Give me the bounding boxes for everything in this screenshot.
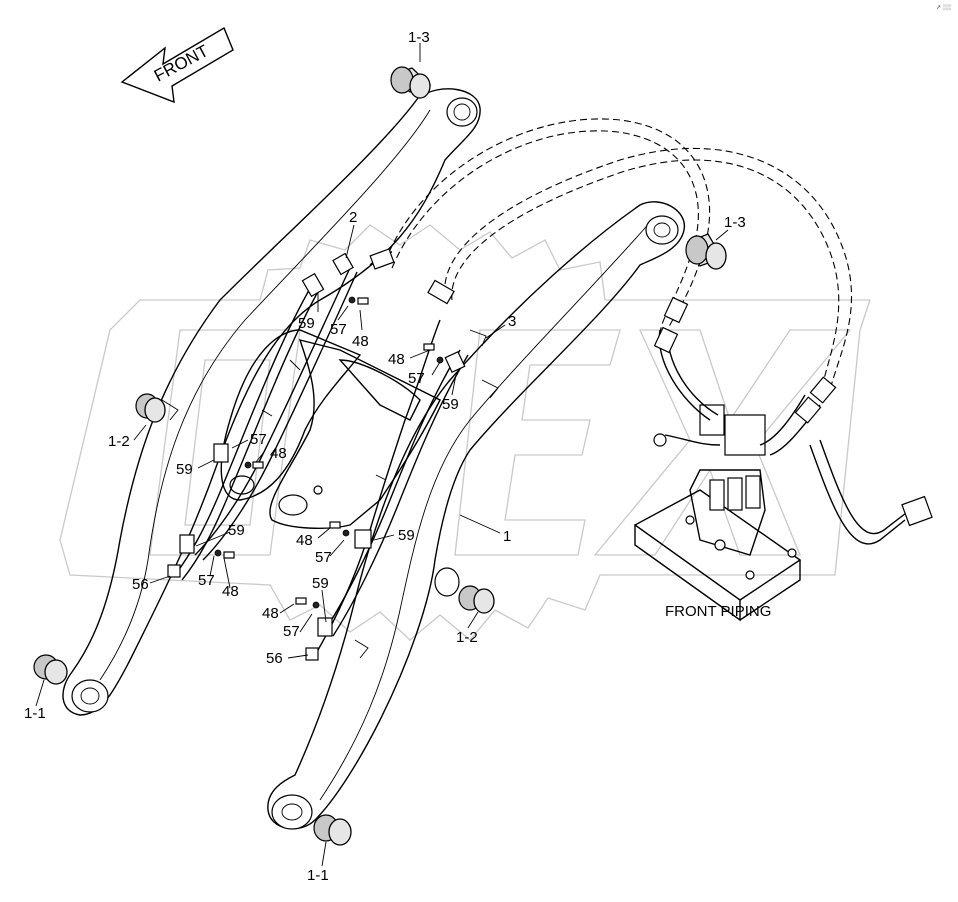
bushing-1-2-left [135, 393, 166, 423]
bushings [33, 66, 727, 846]
callout-59-mid-left: 59 [176, 461, 193, 478]
callout-1-2-left: 1-2 [108, 433, 130, 450]
callout-1-3-right: 1-3 [724, 214, 746, 231]
left-arm-hydraulic-tubes [167, 251, 393, 581]
callout-1-1-right: 1-1 [307, 867, 329, 884]
callout-57-upper-left: 57 [330, 321, 347, 338]
callout-48-upper-left: 48 [352, 333, 369, 350]
callout-48-mid-left: 48 [270, 445, 287, 462]
callout-2: 2 [349, 209, 357, 226]
callout-1: 1 [503, 528, 511, 545]
callout-59-upper-right: 59 [442, 396, 459, 413]
callout-59-upper-left: 59 [298, 315, 315, 332]
callout-59-lower-left: 59 [228, 522, 245, 539]
bushing-1-1-right [313, 814, 352, 846]
callout-57-upper-right: 57 [408, 370, 425, 387]
callout-48-lower-right: 48 [262, 605, 279, 622]
callout-labels: 1-3 1-3 2 3 59 57 48 48 57 59 1-2 57 59 … [24, 29, 746, 884]
bushing-1-3-right [685, 233, 727, 270]
callout-56-right: 56 [266, 650, 283, 667]
front-piping-valve-assembly [369, 248, 933, 622]
right-arm-hydraulic-tubes [305, 319, 487, 661]
callout-1-3-left: 1-3 [408, 29, 430, 46]
callout-57-lower-right: 57 [283, 623, 300, 640]
callout-48-lower-left: 48 [222, 583, 239, 600]
hardware-bolts-washers [214, 296, 444, 609]
callout-1-2-right: 1-2 [456, 629, 478, 646]
callout-57-mid-right: 57 [315, 549, 332, 566]
callout-1-1-left: 1-1 [24, 705, 46, 722]
front-piping-hoses [384, 118, 853, 396]
cross-tube-bracket [220, 329, 441, 529]
callout-48-mid-right: 48 [296, 532, 313, 549]
right-loader-arm [267, 201, 685, 830]
callout-57-mid-left: 57 [250, 431, 267, 448]
callout-leader-lines [35, 43, 729, 867]
front-arrow-label: FRONT [151, 41, 212, 85]
callout-57-lower-left: 57 [198, 572, 215, 589]
callout-59-mid-right: 59 [398, 527, 415, 544]
bushing-1-3-left [390, 66, 432, 99]
front-direction-arrow: FRONT [120, 26, 234, 104]
corner-mark: ↗ ░░ [936, 4, 952, 11]
front-piping-caption: FRONT PIPING [665, 603, 771, 620]
callout-48-upper-right: 48 [388, 351, 405, 368]
callout-3: 3 [508, 313, 516, 330]
bushing-1-2-right [434, 567, 495, 614]
left-loader-arm [62, 88, 481, 716]
bushing-1-1-left [33, 654, 68, 685]
callout-56-left: 56 [132, 576, 149, 593]
callout-59-lower-right: 59 [312, 575, 329, 592]
